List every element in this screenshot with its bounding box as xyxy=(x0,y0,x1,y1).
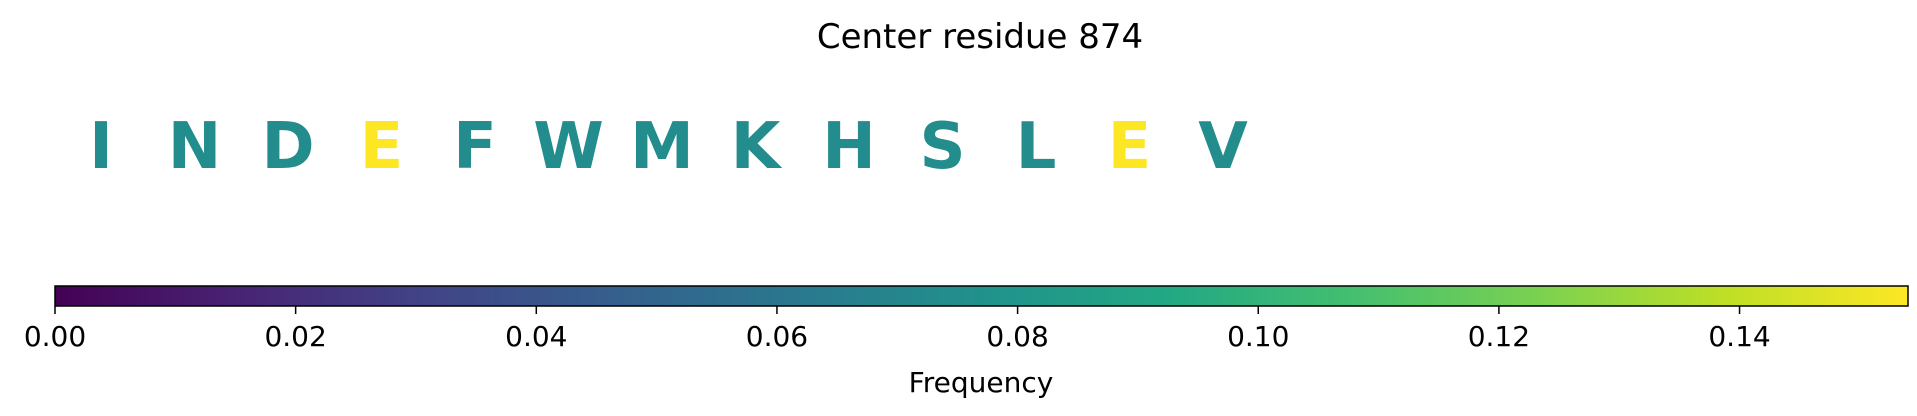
residue-letter: D xyxy=(261,110,314,184)
colorbar-tick-label: 0.14 xyxy=(1708,320,1770,353)
residue-letter: S xyxy=(919,110,965,184)
colorbar-label: Frequency xyxy=(909,366,1054,399)
residue-letter: M xyxy=(630,110,694,184)
colorbar-tick-label: 0.02 xyxy=(264,320,326,353)
residue-letter: W xyxy=(533,110,604,184)
chart-title: Center residue 874 xyxy=(817,17,1143,57)
residue-letter: K xyxy=(731,110,783,184)
residue-letter: H xyxy=(822,110,876,184)
residue-letter: E xyxy=(1108,110,1152,184)
colorbar-tick-label: 0.06 xyxy=(746,320,808,353)
colorbar-tick-label: 0.10 xyxy=(1227,320,1289,353)
residue-letter: F xyxy=(453,110,497,184)
colorbar-tick-label: 0.04 xyxy=(505,320,567,353)
residue-letter: L xyxy=(1016,110,1057,184)
residue-letter: V xyxy=(1198,110,1248,184)
residue-letter: E xyxy=(360,110,404,184)
colorbar-tick-label: 0.12 xyxy=(1468,320,1530,353)
residue-letter: I xyxy=(89,110,113,184)
colorbar-tick-label: 0.00 xyxy=(24,320,86,353)
colorbar-tick-label: 0.08 xyxy=(986,320,1048,353)
residue-letter: N xyxy=(168,110,222,184)
colorbar-ticks: 0.00 0.02 0.04 0.06 0.08 0.10 0.12 0.14 xyxy=(24,306,1771,353)
colorbar xyxy=(54,285,1909,307)
